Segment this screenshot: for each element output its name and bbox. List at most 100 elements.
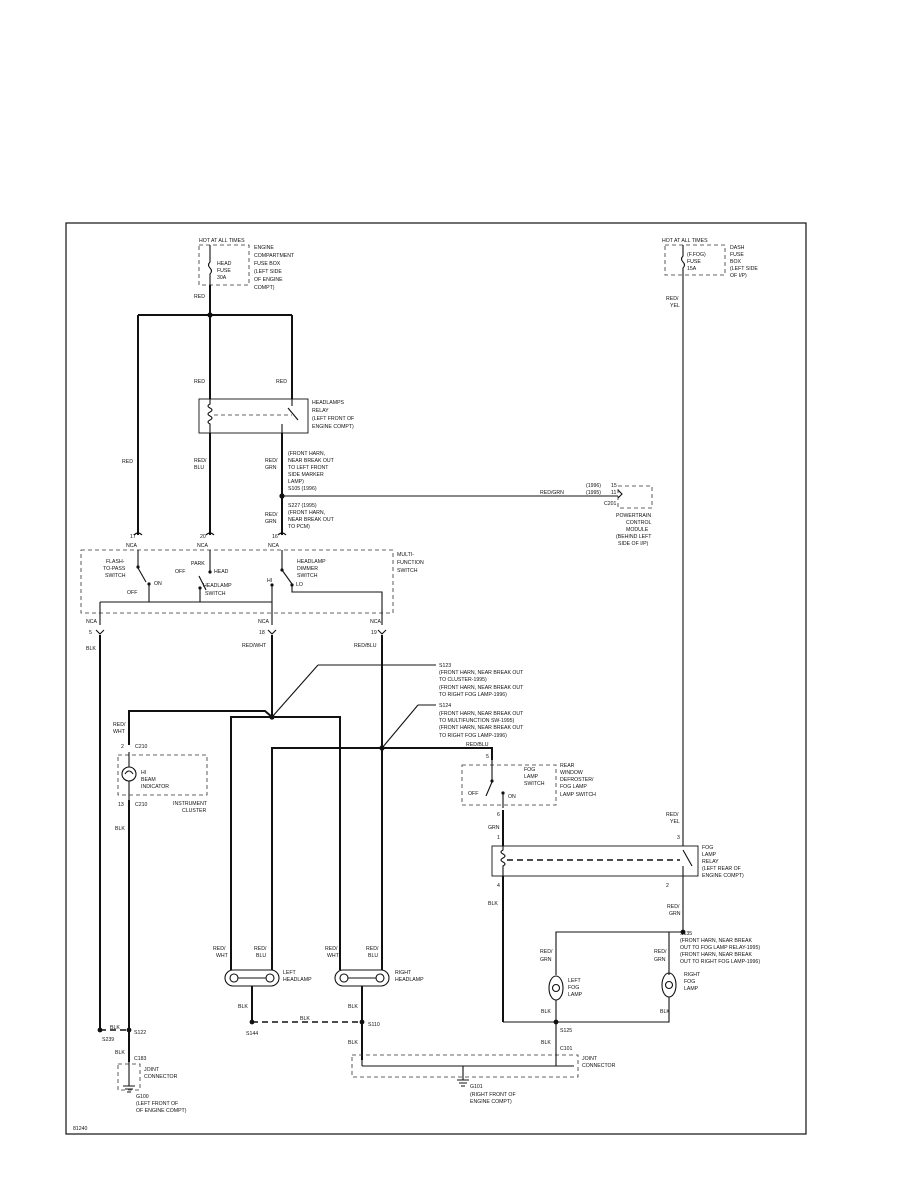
hl-wire-label-2: WHT <box>216 953 229 959</box>
wire-label-redyel-4: YEL <box>670 819 680 825</box>
fog-sw-inner-3: SWITCH <box>524 781 545 787</box>
dim-lo: LO <box>296 582 303 588</box>
g101-label-1: G101 <box>470 1084 483 1090</box>
s123-label-1: S123 <box>439 663 451 669</box>
wire-label-blk-9: BLK <box>300 1016 310 1022</box>
s123-label-4: (FRONT HARN, NEAR BREAK OUT <box>439 685 524 691</box>
right-fog-lamp-bulb <box>664 980 674 990</box>
fuse-icon <box>207 245 213 285</box>
right-joint-connector: JOINT CONNECTOR G101 (RIGHT FRONT OF ENG… <box>351 1052 616 1105</box>
fog-relay-label-4: (LEFT REAR OF <box>702 866 741 872</box>
hs-label-1: HEADLAMP <box>203 583 232 589</box>
pcm-label-3: MODULE <box>626 527 649 533</box>
fog-lamp-switch: 5 OFF ON FOG LAMP SWITCH REAR WINDOW DEF… <box>461 754 596 818</box>
wire-label-red-1: RED <box>194 379 205 385</box>
pcm-pin-year-2: (1995) <box>586 490 601 496</box>
mf-pin-18: 18 <box>259 630 265 636</box>
ftp-label-3: SWITCH <box>105 573 126 579</box>
connector-symbol-bottom <box>95 629 387 635</box>
s105-label-4: SIDE MARKER <box>288 472 324 478</box>
mf-label-3: SWITCH <box>397 568 418 574</box>
wire-label-redyel-3: RED/ <box>666 812 679 818</box>
wire-label-redgrn-4: GRN <box>265 519 277 525</box>
instrument-cluster: RED/ WHT 2 C210 HI BEAM INDICATOR 13 C21… <box>113 722 208 814</box>
left-headlamp-label-1: LEFT <box>283 970 297 976</box>
s122-label: S122 <box>134 1030 146 1036</box>
relay-label-2: RELAY <box>312 408 329 414</box>
mf-label-2: FUNCTION <box>397 560 424 566</box>
dim-arm <box>281 569 293 585</box>
s105-label-3: TO LEFT FRONT <box>288 465 329 471</box>
pcm-pin-1: 15 <box>611 483 617 489</box>
right-fog-lamp-icon <box>661 972 677 998</box>
left-box-label-5: OF ENGINE <box>254 277 283 283</box>
fog-relay-pin-2: 2 <box>666 883 669 889</box>
c101-label-top: C101 <box>560 1046 573 1052</box>
dim-label-3: SWITCH <box>297 573 318 579</box>
g101-label-3: ENGINE COMPT) <box>470 1099 512 1105</box>
cluster-label-2: CLUSTER <box>182 808 206 814</box>
dim-label-2: DIMMER <box>297 566 318 572</box>
s135-label-4: (FRONT HARN, NEAR BREAK <box>680 952 753 958</box>
right-box-label-4: (LEFT SIDE <box>730 266 758 272</box>
ftp-off: OFF <box>127 590 137 596</box>
relay-coil-icon <box>207 399 213 433</box>
indicator-label-1: HI <box>141 770 146 776</box>
left-fuse-label-1: HEAD <box>217 261 232 267</box>
splice-dot <box>207 312 213 318</box>
right-fog-label-1: RIGHT <box>684 972 701 978</box>
fog-relay-box <box>491 845 699 877</box>
right-joint-label-1: JOINT <box>582 1056 598 1062</box>
left-box-label-2: COMPARTMENT <box>254 253 295 259</box>
fog-sw-label-3: DEFROSTER/ <box>560 777 594 783</box>
right-headlamp-filament-1 <box>339 973 349 983</box>
fuse-icon <box>680 245 686 275</box>
dim-lo-out <box>291 585 383 625</box>
s124-label-4: (FRONT HARN, NEAR BREAK OUT <box>439 725 524 731</box>
wire-label-blk-1: BLK <box>86 646 96 652</box>
cluster-wire-label-1: RED/ <box>113 722 126 728</box>
hs-pivot <box>198 586 202 590</box>
fog-relay-contact-arm <box>682 849 693 867</box>
mf-pin-17: 17 <box>130 534 136 540</box>
fog-sw-inner-2: LAMP <box>524 774 539 780</box>
pcm-terminal <box>617 489 623 499</box>
pcm-label-2: CONTROL <box>626 520 651 526</box>
g100-label-1: G100 <box>136 1094 149 1100</box>
pcm-box <box>617 485 653 509</box>
wire-label-redwht-1: RED/WHT <box>242 643 267 649</box>
relay-label-1: HEADLAMPS <box>312 400 345 406</box>
hl-wire-label-8: BLU <box>368 953 378 959</box>
right-headlamp: RIGHT HEADLAMP <box>334 969 424 987</box>
hs-park: PARK <box>191 561 205 567</box>
g100-label-3: OF ENGINE COMPT) <box>136 1108 187 1114</box>
s123-label-3: TO CLUSTER-1995) <box>439 677 487 683</box>
left-fog-lamp-icon <box>548 975 564 1001</box>
hl-wire-label-6: WHT <box>327 953 340 959</box>
s110-label: S110 <box>368 1022 380 1028</box>
left-joint-label-1: JOINT <box>144 1067 160 1073</box>
pcm-label-1: POWERTRAIN <box>616 513 651 519</box>
cluster-label-1: INSTRUMENT <box>173 801 208 807</box>
wire-label-blk-6: BLK <box>541 1040 551 1046</box>
mf-nca-5: NCA <box>258 619 269 625</box>
wire-label-red-2: RED <box>276 379 287 385</box>
wire-label-blk-11: BLK <box>110 1025 120 1031</box>
right-fuse-box-outline <box>664 244 726 276</box>
right-fog-label-2: FOG <box>684 979 695 985</box>
mf-nca-6: NCA <box>370 619 381 625</box>
s124-label-3: TO MULTIFUNCTION SW-1995) <box>439 718 514 724</box>
right-joint-label-2: CONNECTOR <box>582 1063 616 1069</box>
pcm-label-4: (BEHIND LEFT <box>616 534 652 540</box>
left-fog-label-3: LAMP <box>568 992 583 998</box>
wire-label-grn: GRN <box>488 825 500 831</box>
wire-label-blk-3: BLK <box>488 901 498 907</box>
figure-id: 81240 <box>73 1126 88 1132</box>
mf-nca-3: NCA <box>268 543 279 549</box>
left-fuse-label-3: 30A <box>217 275 227 281</box>
fog-sw-label-5: LAMP SWITCH <box>560 792 596 798</box>
wire-label-redgrn-8: GRN <box>540 957 552 963</box>
wire-label-blk-4: BLK <box>541 1009 551 1015</box>
cluster-wire-label-2: WHT <box>113 729 126 735</box>
wire-red-blu-fog <box>382 747 493 760</box>
